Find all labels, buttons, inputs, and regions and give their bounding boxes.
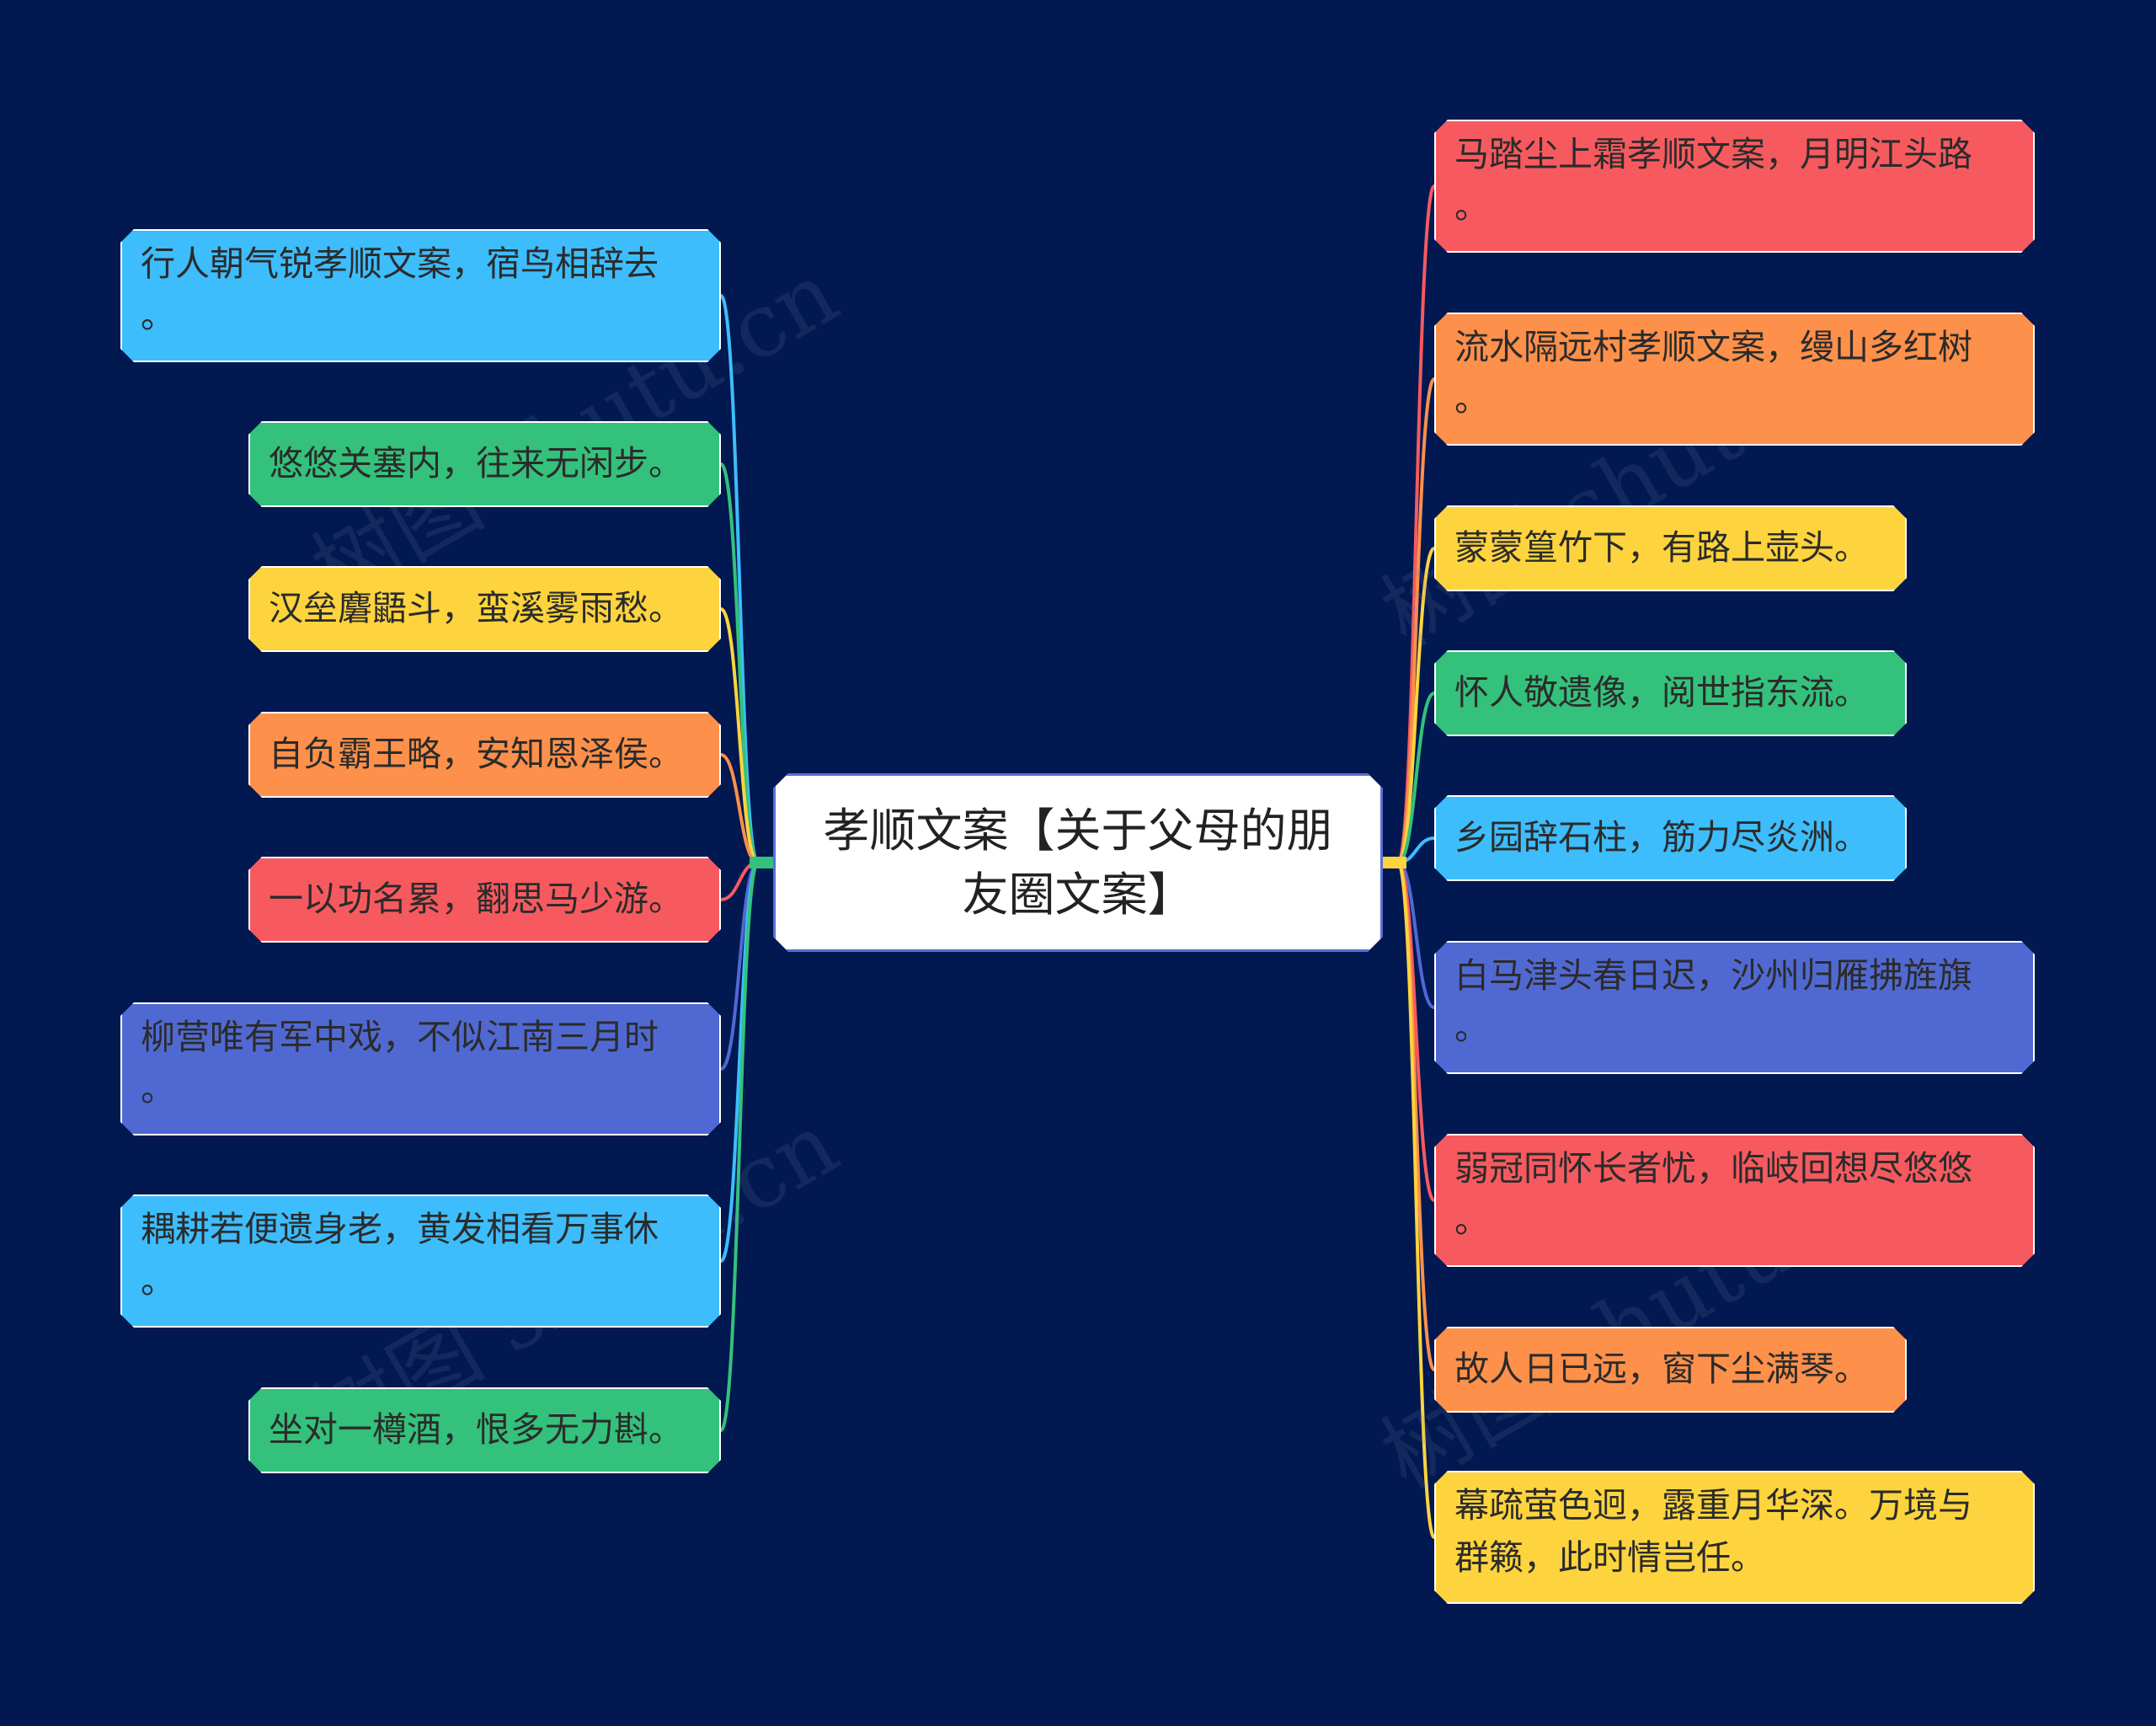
left-branch-node[interactable]: 自负霸王略，安知恩泽侯。 [248, 712, 721, 798]
left-branch-node[interactable]: 悠悠关塞内，往来无闲步。 [248, 421, 721, 507]
right-branch-label: 流水隔远村孝顺文案，缦山多红树 。 [1454, 327, 1972, 419]
right-branch-node[interactable]: 怀人敬遗像，阅世指东流。 [1434, 650, 1907, 736]
left-branch-label: 行人朝气锐孝顺文案，宿鸟相辞去 。 [141, 243, 659, 336]
right-branch-label: 乡园辞石柱，筋力尽炎洲。 [1454, 817, 1869, 858]
left-branch-label: 汉垒麏鼯斗，蛮溪雾雨愁。 [269, 588, 683, 628]
right-branch-node[interactable]: 白马津头春日迟，沙州归雁拂旌旗 。 [1434, 941, 2035, 1074]
left-branch-node[interactable]: 耦耕若便遗身老，黄发相看万事休 。 [120, 1194, 721, 1328]
right-branch-node[interactable]: 乡园辞石柱，筋力尽炎洲。 [1434, 795, 1907, 881]
left-branch-label: 坐对一樽酒，恨多无力斟。 [269, 1409, 683, 1450]
left-connector-line [719, 861, 760, 1432]
right-branch-node[interactable]: 蒙蒙篁竹下，有路上壶头。 [1434, 505, 1907, 591]
right-connector-line [1397, 692, 1435, 864]
right-connector-line [1396, 861, 1436, 1539]
left-branch-node[interactable]: 行人朝气锐孝顺文案，宿鸟相辞去 。 [120, 229, 721, 362]
right-branch-node[interactable]: 马踏尘上霜孝顺文案，月明江头路 。 [1434, 120, 2035, 253]
right-branch-label: 蒙蒙篁竹下，有路上壶头。 [1454, 527, 1869, 568]
root-topic[interactable]: 孝顺文案【关于父母的朋友圈文案】 [773, 773, 1383, 952]
right-branch-label: 马踏尘上霜孝顺文案，月明江头路 。 [1454, 134, 1972, 227]
right-branch-node[interactable]: 流水隔远村孝顺文案，缦山多红树 。 [1434, 313, 2035, 446]
left-branch-label: 一以功名累，翻思马少游。 [269, 879, 683, 919]
right-branch-node[interactable]: 故人日已远，窗下尘满琴。 [1434, 1327, 1907, 1413]
right-connector-line [1396, 547, 1436, 864]
right-branch-node[interactable]: 弱冠同怀长者忧，临岐回想尽悠悠 。 [1434, 1134, 2035, 1267]
right-branch-label: 弱冠同怀长者忧，临岐回想尽悠悠 。 [1454, 1148, 1972, 1241]
left-branch-label: 自负霸王略，安知恩泽侯。 [269, 734, 683, 774]
left-branch-node[interactable]: 一以功名累，翻思马少游。 [248, 857, 721, 943]
root-topic-label: 孝顺文案【关于父母的朋友圈文案】 [823, 804, 1333, 922]
left-branch-node[interactable]: 坐对一樽酒，恨多无力斟。 [248, 1387, 721, 1473]
left-branch-node[interactable]: 柳营唯有军中戏，不似江南三月时 。 [120, 1002, 721, 1136]
right-branch-label: 幕疏萤色迥，露重月华深。万境与 群籁，此时情岂任。 [1454, 1485, 1972, 1578]
right-connector-line [1397, 861, 1435, 1009]
left-connector-line [719, 294, 760, 864]
right-branch-label: 故人日已远，窗下尘满琴。 [1454, 1349, 1869, 1389]
right-branch-label: 怀人敬遗像，阅世指东流。 [1454, 672, 1869, 713]
left-branch-label: 耦耕若便遗身老，黄发相看万事休 。 [141, 1209, 659, 1301]
right-branch-node[interactable]: 幕疏萤色迥，露重月华深。万境与 群籁，此时情岂任。 [1434, 1471, 2035, 1604]
left-hub [750, 857, 773, 868]
left-branch-node[interactable]: 汉垒麏鼯斗，蛮溪雾雨愁。 [248, 566, 721, 652]
right-connector-line [1396, 184, 1436, 864]
left-branch-label: 悠悠关塞内，往来无闲步。 [269, 443, 683, 484]
right-hub [1383, 857, 1406, 868]
left-branch-label: 柳营唯有军中戏，不似江南三月时 。 [141, 1017, 659, 1109]
right-branch-label: 白马津头春日迟，沙州归雁拂旌旗 。 [1454, 955, 1972, 1048]
left-connector-line [719, 607, 760, 864]
